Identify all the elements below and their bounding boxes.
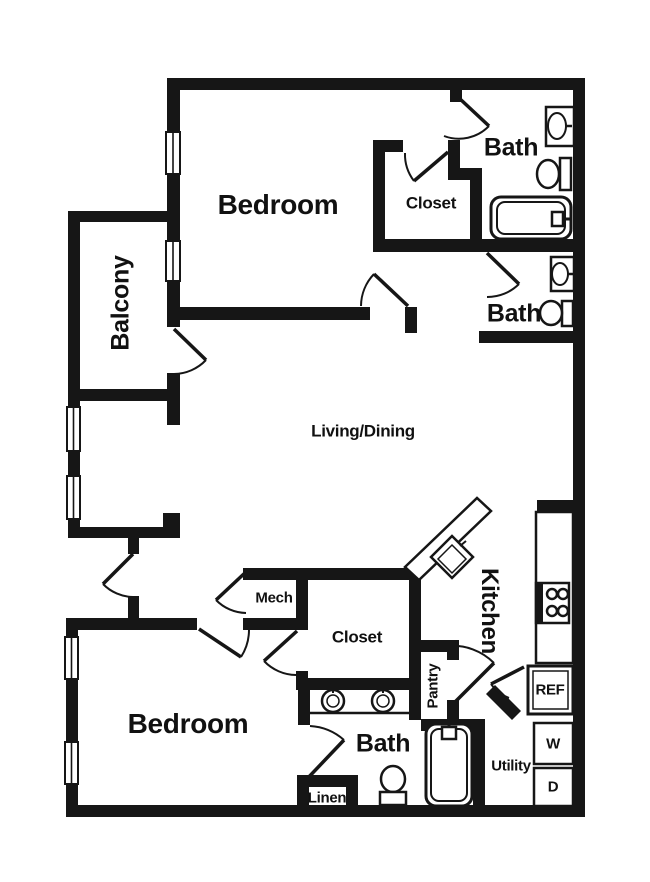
- wall-closet2-bottom: [296, 678, 420, 690]
- wall-tub-alcove-east: [473, 719, 485, 817]
- wall-bedroom1-stub: [405, 307, 417, 333]
- wall-bath3-west: [298, 690, 310, 725]
- wall-balcony-bottom: [68, 389, 180, 401]
- window-icon: [64, 741, 79, 785]
- room-label-pantry: Pantry: [424, 663, 442, 709]
- window-icon: [64, 636, 79, 680]
- room-label-bath-middle: Bath: [486, 299, 542, 328]
- kitchen-sink-icon: [429, 534, 475, 580]
- toilet-icon: [538, 299, 575, 328]
- wall-balcony-top: [68, 211, 180, 222]
- door-swing-icon: [214, 569, 249, 614]
- room-label-bedroom-upper: Bedroom: [217, 189, 339, 220]
- room-label-bath-upper: Bath: [483, 133, 539, 162]
- toilet-icon: [378, 764, 408, 807]
- toilet-icon: [535, 156, 573, 192]
- wall-tub1-west: [470, 168, 482, 252]
- wall-entry-stub-top: [128, 538, 139, 554]
- washer-icon: [532, 721, 575, 766]
- wall-bedroom1-bottom: [168, 307, 370, 320]
- room-label-bath-lower: Bath: [355, 729, 411, 758]
- wall-mech-east: [296, 568, 308, 630]
- wall-entry-stub-bottom: [128, 596, 139, 630]
- wall-linen-top: [297, 775, 358, 787]
- wall-pantry-top: [409, 640, 459, 652]
- door-swing-icon: [403, 150, 450, 183]
- wall-mech-closet-top: [243, 568, 420, 580]
- sink-icon: [544, 105, 576, 148]
- window-icon: [165, 131, 181, 175]
- wall-closet1-west: [373, 140, 385, 245]
- door-swing-icon: [360, 272, 410, 308]
- room-label-mech: Mech: [255, 589, 293, 607]
- wall-pantry-stub-s: [447, 700, 459, 719]
- window-icon: [165, 240, 181, 282]
- wall-mid-horizontal: [373, 239, 585, 252]
- wall-linen-right: [346, 775, 358, 812]
- door-swing-icon: [172, 327, 208, 375]
- wall-top: [168, 78, 585, 90]
- bathtub-icon: [424, 720, 474, 808]
- appliance-label-washer: W: [546, 735, 560, 753]
- windows: [64, 131, 181, 785]
- wall-bath2-bottom: [479, 331, 585, 343]
- door-swing-icon: [198, 627, 250, 659]
- window-icon: [66, 406, 81, 452]
- room-label-kitchen: Kitchen: [476, 568, 503, 654]
- sink-icon: [549, 255, 576, 293]
- door-swing-icon: [485, 251, 521, 299]
- wall-balcony-left: [68, 211, 80, 538]
- window-icon: [66, 475, 81, 520]
- wall-pantry-stub-n: [447, 640, 459, 660]
- refrigerator-icon: [526, 664, 575, 716]
- appliance-label-ref: REF: [535, 681, 565, 699]
- bathtub-icon: [489, 195, 573, 241]
- stove-icon: [534, 581, 571, 625]
- wall-closet1-top: [373, 140, 403, 152]
- door-swing-icon: [262, 629, 299, 676]
- door-swing-icon: [443, 96, 491, 140]
- room-label-bedroom-lower: Bedroom: [127, 708, 249, 739]
- door-swing-icon: [303, 725, 346, 783]
- wall-bedroom2-top-a: [66, 618, 197, 630]
- room-label-balcony: Balcony: [106, 255, 135, 351]
- double-vanity-sink-icon: [308, 688, 410, 715]
- wall-utility-chamfer: [486, 685, 521, 720]
- room-label-living-dining: Living/Dining: [311, 421, 415, 441]
- room-label-closet-upper: Closet: [405, 193, 457, 213]
- wall-bedroom2-top-b: [243, 618, 308, 630]
- doors: [101, 96, 525, 783]
- room-label-utility: Utility: [491, 757, 531, 775]
- wall-right: [573, 78, 585, 817]
- wall-bay-bottom: [68, 527, 180, 538]
- wall-bottom: [66, 805, 585, 817]
- walls: [66, 78, 585, 817]
- door-swing-icon: [101, 552, 135, 598]
- dryer-icon: [532, 766, 575, 808]
- fixtures: [308, 105, 576, 808]
- wall-kitchen-stub: [537, 500, 585, 512]
- room-label-closet-lower: Closet: [331, 627, 383, 647]
- room-label-linen: Linen: [307, 789, 347, 807]
- door-swing-icon: [447, 644, 496, 706]
- appliance-label-dryer: D: [547, 778, 559, 796]
- door-swing-icon: [490, 665, 525, 699]
- wall-left-upper: [167, 78, 180, 327]
